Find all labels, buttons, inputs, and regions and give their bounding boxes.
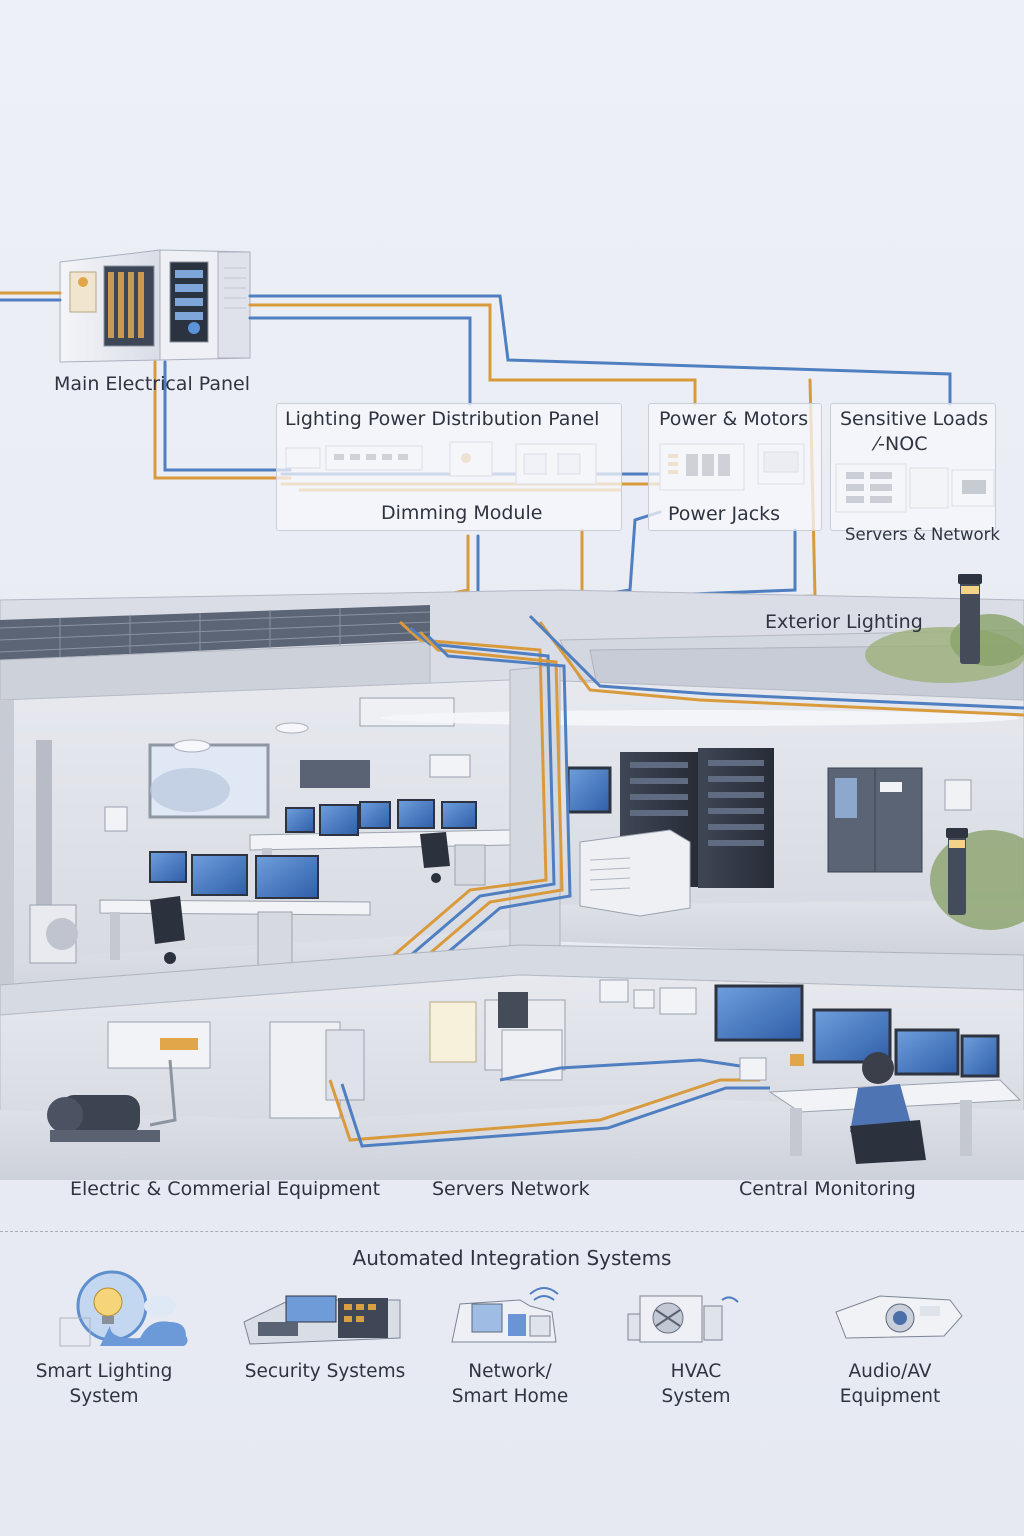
- lightbulb-cloud-icon: [59, 1270, 188, 1347]
- system-security: Security Systems: [225, 1359, 425, 1384]
- system-label-line1: Smart Lighting: [35, 1361, 173, 1382]
- system-label-line1: Network/: [468, 1361, 552, 1382]
- smart-home-icon: [451, 1287, 559, 1343]
- main-electrical-panel-cabinet: [59, 249, 251, 363]
- power-motors-label: Power & Motors: [659, 408, 809, 430]
- server-room: [380, 679, 1024, 960]
- dimming-module-label: Dimming Module: [381, 502, 543, 524]
- system-audio-av: Audio/AV Equipment: [800, 1359, 980, 1409]
- security-recorder-icon: [243, 1295, 401, 1345]
- servers-network-top-label: Servers & Network: [845, 525, 1000, 544]
- system-smart-lighting: Smart Lighting System: [14, 1359, 194, 1409]
- lighting-panel-label: Lighting Power Distribution Panel: [285, 408, 600, 430]
- hvac-unit-icon: [627, 1295, 739, 1343]
- power-jacks-label: Power Jacks: [668, 503, 781, 525]
- main-electrical-panel-label: Main Electrical Panel: [54, 373, 251, 395]
- integration-title: Automated Integration Systems: [352, 1246, 672, 1270]
- system-label-line2: Equipment: [839, 1386, 941, 1407]
- lighting-distribution-panel-box: [276, 403, 622, 531]
- system-label-line2: Smart Home: [451, 1386, 569, 1407]
- integration-icons: [59, 1270, 963, 1347]
- sensitive-loads-box: [830, 403, 996, 531]
- system-label-line1: Security Systems: [244, 1361, 406, 1382]
- section-divider: [0, 1231, 1024, 1232]
- sensitive-loads-label: Sensitive Loads: [840, 408, 989, 430]
- system-label-line2: System: [661, 1386, 731, 1407]
- lower-floor: [0, 944, 1024, 1180]
- system-hvac: HVAC System: [616, 1359, 776, 1409]
- system-label-line2: System: [69, 1386, 139, 1407]
- servers-network-label: Servers Network: [432, 1178, 590, 1200]
- exterior-lighting-label: Exterior Lighting: [765, 611, 923, 633]
- projector-icon: [835, 1295, 963, 1339]
- system-network-smart-home: Network/ Smart Home: [420, 1359, 600, 1409]
- system-label-line1: Audio/AV: [848, 1361, 932, 1382]
- central-monitoring-label: Central Monitoring: [739, 1178, 916, 1200]
- noc-label: ⁄-NOC: [875, 433, 928, 455]
- electric-equipment-label: Electric & Commerial Equipment: [70, 1178, 381, 1200]
- power-motors-box: [648, 403, 822, 531]
- system-label-line1: HVAC: [670, 1361, 722, 1382]
